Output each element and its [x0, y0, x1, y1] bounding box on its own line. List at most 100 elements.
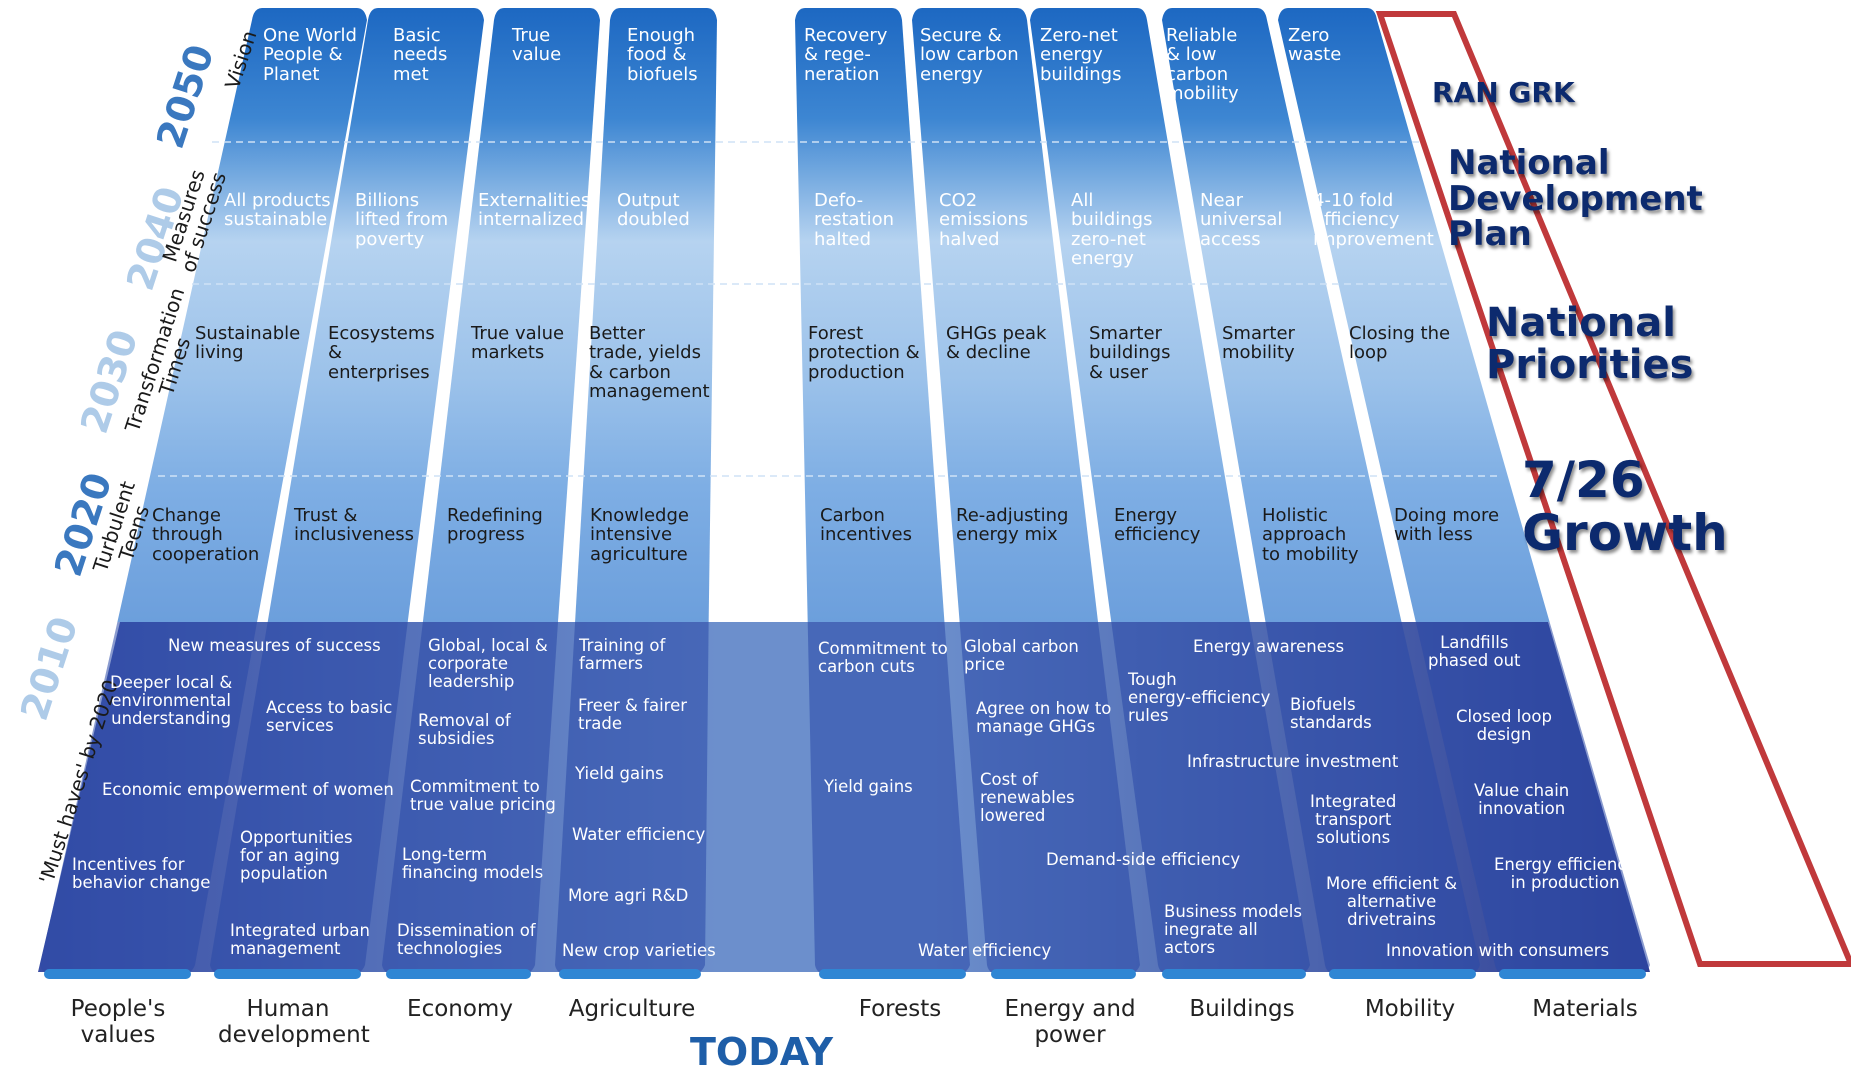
- must-have-item: Integrated transport solutions: [1310, 792, 1397, 847]
- must-have-item: Integrated urban management: [230, 921, 370, 958]
- transformation-buildings: Smarter buildings & user: [1089, 323, 1171, 383]
- category-buildings: Buildings: [1189, 996, 1295, 1022]
- column-base: [1329, 969, 1476, 979]
- must-have-item: Innovation with consumers: [1386, 941, 1610, 960]
- today-label: TODAY: [690, 1030, 834, 1074]
- annotation-box: [1375, 11, 1851, 967]
- measure-human-development: Billions lifted from poverty: [355, 190, 449, 250]
- must-have-item: Business models inegrate all actors: [1164, 902, 1302, 957]
- column-base: [819, 969, 966, 979]
- annotation-ran-grk: RAN GRK: [1432, 76, 1575, 109]
- category-economy: Economy: [407, 996, 513, 1022]
- column-base: [1499, 969, 1646, 979]
- vision-human-development: Basic needs met: [393, 25, 448, 85]
- must-have-item: New measures of success: [168, 636, 381, 655]
- measure-buildings: All buildings zero-net energy: [1071, 190, 1153, 270]
- transformation-agriculture: Better trade, yields & carbon management: [589, 323, 710, 403]
- must-have-item: Value chain innovation: [1474, 781, 1570, 818]
- must-have-item: Commitment to carbon cuts: [818, 639, 948, 676]
- transformation-peoples-values: Sustainable living: [195, 323, 301, 364]
- vision-agriculture: Enough food & biofuels: [627, 25, 698, 85]
- must-have-item: Landfills phased out: [1428, 633, 1521, 670]
- must-have-item: Cost of renewables lowered: [980, 770, 1075, 825]
- category-mobility: Mobility: [1364, 996, 1456, 1022]
- vision-energy: Secure & low carbon energy: [920, 25, 1019, 85]
- must-have-item: Agree on how to manage GHGs: [976, 699, 1112, 736]
- column-lower-shape: [1111, 622, 1310, 975]
- column-shape: [795, 8, 945, 622]
- transformation-materials: Closing the loop: [1349, 323, 1451, 364]
- turbulent-peoples-values: Change through cooperation: [152, 505, 260, 565]
- category-forests: Forests: [858, 996, 942, 1022]
- category-human-development: Human development: [218, 996, 370, 1049]
- turbulent-economy: Redefining progress: [447, 505, 543, 546]
- must-have-item: Removal of subsidies: [418, 711, 511, 748]
- turbulent-agriculture: Knowledge intensive agriculture: [590, 505, 689, 565]
- column-base: [991, 969, 1136, 979]
- must-have-item: Long-term financing models: [402, 845, 544, 882]
- transformation-forests: Forest protection & production: [808, 323, 920, 383]
- measure-forests: Defo- restation halted: [814, 190, 895, 250]
- annotation-national-priorities: National Priorities: [1486, 300, 1694, 388]
- column-shape: [267, 8, 484, 622]
- measure-economy: Externalities internalized: [478, 190, 591, 231]
- turbulent-forests: Carbon incentives: [820, 505, 912, 546]
- must-have-item: Demand-side efficiency: [1046, 850, 1241, 869]
- category-agriculture: Agriculture: [568, 996, 696, 1022]
- must-have-item: Tough energy-efficiency rules: [1128, 670, 1271, 725]
- vision-buildings: Zero-net energy buildings: [1040, 25, 1122, 85]
- measure-materials: 4-10 fold efficiency improvement: [1313, 190, 1434, 250]
- must-have-item: Dissemination of technologies: [397, 921, 536, 958]
- measure-peoples-values: All products sustainable: [224, 190, 331, 231]
- must-have-item: Biofuels standards: [1290, 695, 1372, 732]
- annotation-growth: 7/26 Growth: [1522, 451, 1728, 562]
- must-have-item: More agri R&D: [568, 886, 689, 905]
- turbulent-buildings: Energy efficiency: [1114, 505, 1201, 546]
- must-have-item: Water efficiency: [572, 825, 706, 844]
- must-have-item: Energy efficiency in production: [1494, 855, 1637, 892]
- transformation-human-development: Ecosystems & enterprises: [328, 323, 435, 383]
- column-shape: [422, 8, 600, 622]
- must-have-item: Economic empowerment of women: [102, 780, 394, 799]
- must-have-item: Training of farmers: [579, 636, 666, 673]
- column-shape: [117, 8, 367, 622]
- row-dividers: [158, 141, 1500, 477]
- must-have-item: Access to basic services: [266, 698, 393, 735]
- must-have-item: Commitment to true value pricing: [410, 777, 556, 814]
- must-have-item: More efficient & alternative drivetrains: [1326, 874, 1458, 929]
- must-have-item: Opportunities for an aging population: [240, 828, 353, 883]
- vision-peoples-values: One World People & Planet: [263, 25, 357, 85]
- must-have-item: Infrastructure investment: [1187, 752, 1399, 771]
- column-shape: [912, 8, 1099, 622]
- category-peoples-values: People's values: [70, 996, 166, 1049]
- must-have-item: Water efficiency: [918, 941, 1052, 960]
- column-base: [214, 969, 361, 979]
- column-lower-shape: [1415, 622, 1650, 975]
- measure-agriculture: Output doubled: [617, 190, 690, 231]
- measure-mobility: Near universal access: [1200, 190, 1283, 250]
- column-base: [386, 969, 531, 979]
- column-base: [44, 969, 191, 979]
- transformation-mobility: Smarter mobility: [1222, 323, 1295, 364]
- column-lower-shape: [40, 622, 258, 975]
- vision-forests: Recovery & rege- neration: [804, 25, 888, 85]
- must-have-item: Deeper local & environmental understandi…: [110, 673, 233, 728]
- must-have-item: Yield gains: [824, 777, 913, 796]
- column-shape: [575, 8, 717, 622]
- column-lower-shape: [807, 622, 970, 975]
- turbulent-human-development: Trust & inclusiveness: [294, 505, 415, 546]
- must-have-item: Incentives for behavior change: [72, 855, 211, 892]
- measure-energy: CO2 emissions halved: [939, 190, 1029, 250]
- must-have-item: Energy awareness: [1193, 637, 1345, 656]
- column-lower-shape: [1265, 622, 1480, 975]
- column-lower-shape: [959, 622, 1140, 975]
- column-lower-shape: [210, 622, 408, 975]
- turbulent-materials: Doing more with less: [1394, 505, 1500, 546]
- must-have-item: Global carbon price: [964, 637, 1079, 674]
- vision-economy: True value: [512, 25, 562, 66]
- must-have-item: Closed loop design: [1456, 707, 1552, 744]
- column-shape: [1162, 8, 1402, 622]
- must-have-item: Yield gains: [575, 764, 664, 783]
